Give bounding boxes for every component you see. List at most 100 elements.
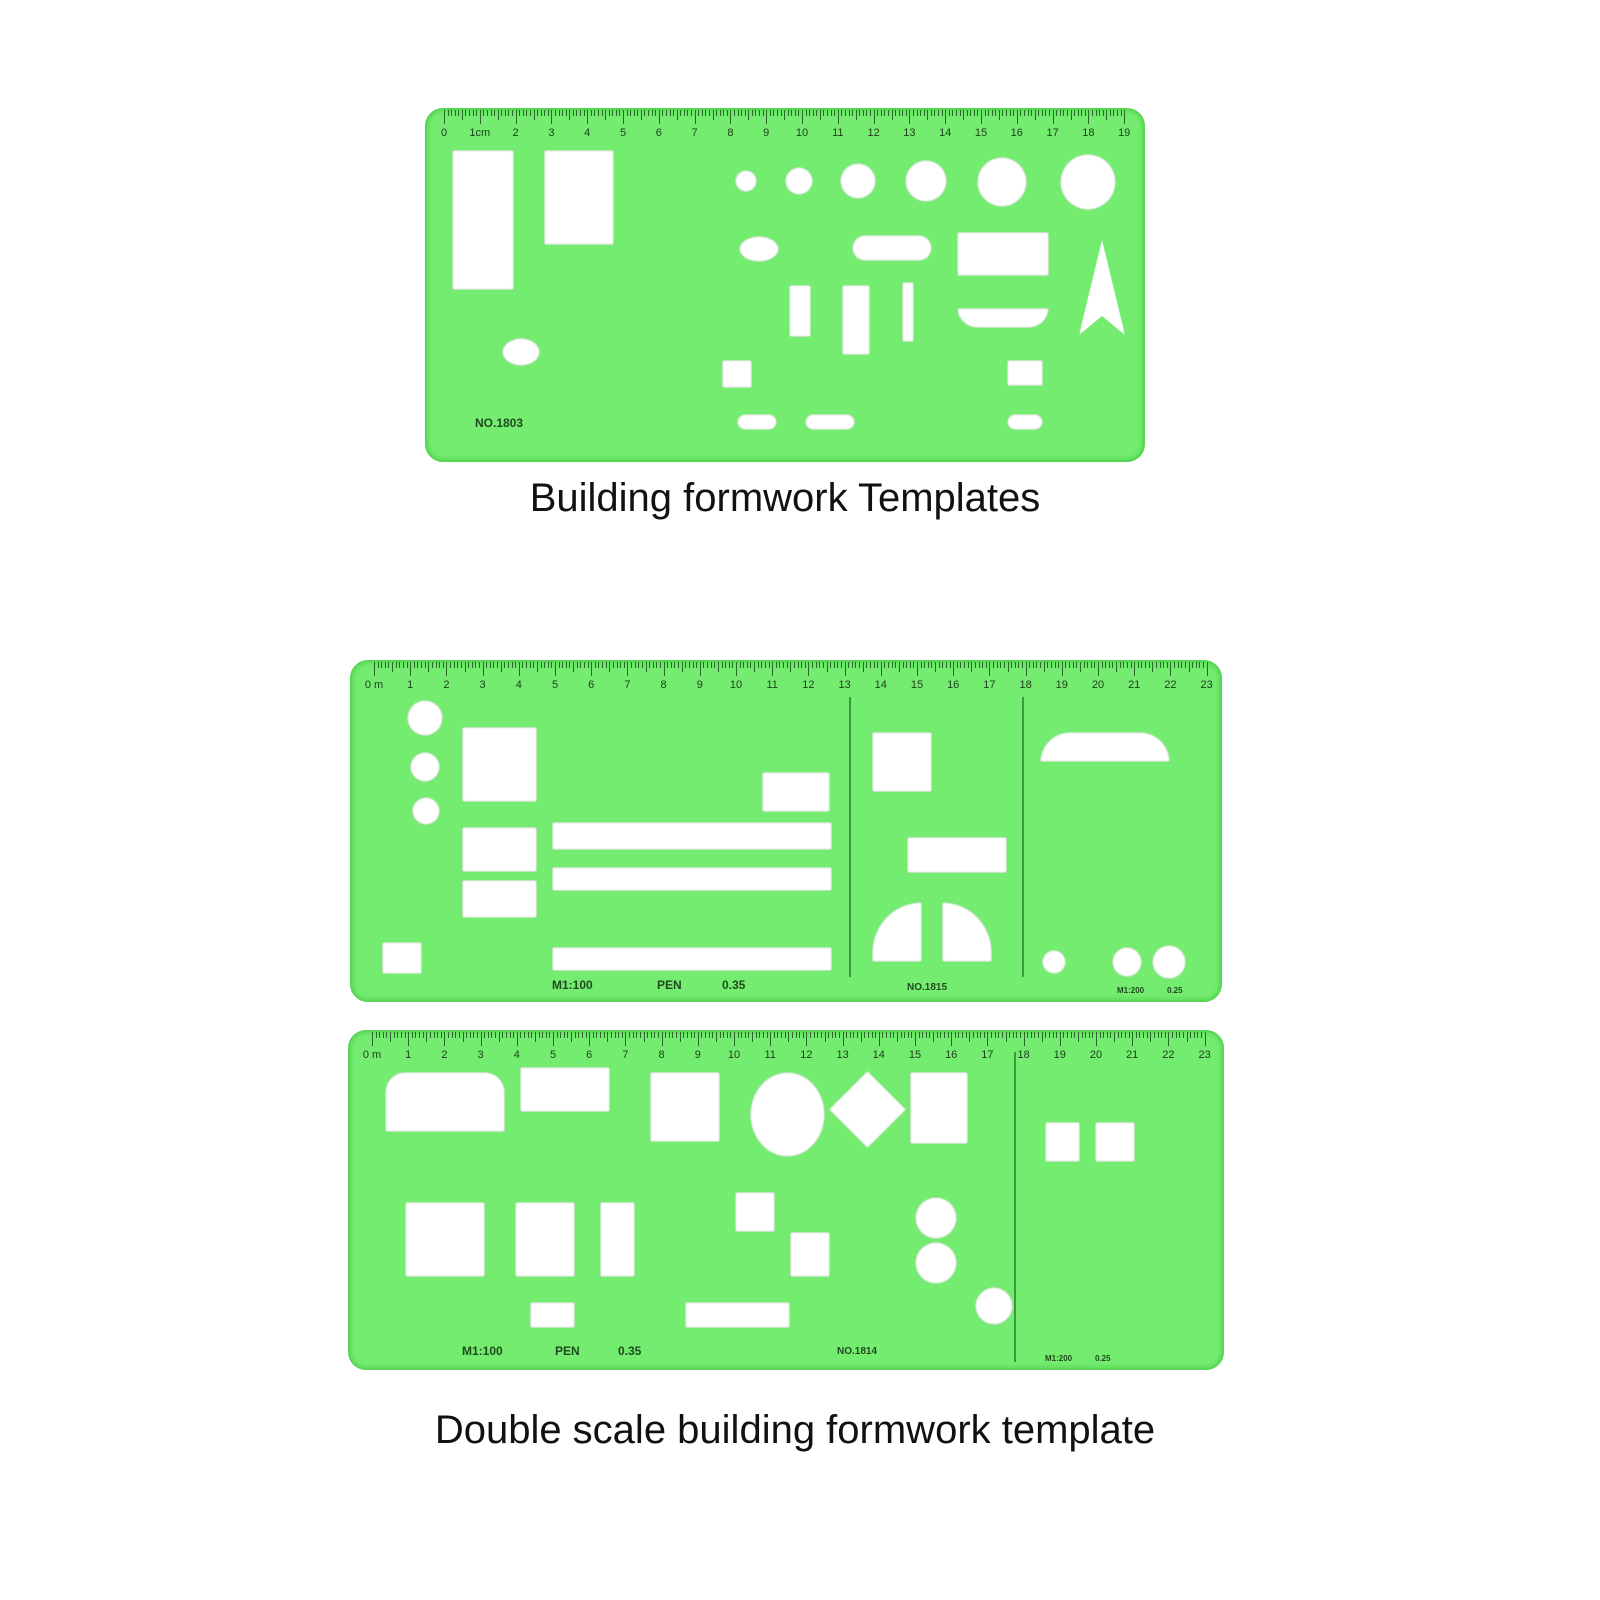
ruler-tick: [640, 110, 642, 120]
ruler-tick: [1031, 110, 1033, 116]
ruler-tick: [581, 1032, 583, 1038]
ruler-tick: [1040, 662, 1042, 668]
rectangle-cutout: [452, 150, 514, 290]
ruler-tick: [766, 1032, 768, 1038]
ruler-tick: [627, 662, 629, 676]
ruler-label: 14: [939, 127, 952, 139]
caption-building-formwork: Building formwork Templates: [529, 476, 1041, 520]
circle-cutout: [1112, 947, 1142, 977]
ruler-tick: [793, 662, 795, 668]
basin-cutout: [957, 308, 1049, 328]
ruler-tick: [589, 1032, 591, 1046]
ruler-tick: [669, 110, 671, 116]
ruler-label: 0 m: [364, 679, 384, 691]
ruler-tick: [909, 662, 911, 668]
ruler-tick: [710, 662, 712, 668]
ruler-tick: [762, 110, 764, 116]
ruler-tick: [553, 1032, 554, 1046]
ruler-tick: [665, 110, 667, 116]
ruler-tick: [542, 1032, 544, 1038]
ruler-tick: [985, 662, 987, 668]
ruler-tick: [544, 662, 546, 668]
ruler-tick: [1066, 110, 1068, 116]
ruler-tick: [1048, 1032, 1050, 1038]
ruler-tick: [562, 662, 564, 668]
ruler-tick: [494, 110, 496, 116]
ruler-tick: [600, 1032, 602, 1038]
ruler-tick: [659, 662, 661, 668]
ruler-tick: [665, 1032, 667, 1038]
ruler-tick: [686, 1032, 688, 1038]
ruler-tick: [406, 662, 408, 668]
ruler-tick: [1029, 662, 1031, 668]
ruler-tick: [808, 662, 810, 676]
ruler-tick: [701, 1032, 703, 1038]
ruler-tick: [460, 662, 462, 668]
ruler-tick: [864, 1032, 866, 1038]
ruler-tick: [773, 1032, 775, 1038]
ruler-tick: [972, 1032, 974, 1038]
ruler-tick: [840, 662, 842, 668]
ruler-tick: [734, 1032, 735, 1046]
ruler-tick: [1166, 662, 1168, 668]
ruler-tick: [1132, 1032, 1134, 1046]
ruler-tick: [989, 662, 991, 676]
ruler-tick: [1077, 1032, 1079, 1042]
ruler-tick: [1168, 1032, 1170, 1046]
ruler-tick: [1190, 1032, 1192, 1038]
ruler-tick: [920, 662, 922, 668]
ruler-tick: [873, 662, 875, 668]
ruler-tick: [1007, 662, 1009, 672]
ruler-label: 1: [407, 679, 414, 691]
ruler-tick: [1005, 1032, 1007, 1042]
ruler-tick: [730, 1032, 732, 1038]
circle-cutout: [407, 700, 443, 736]
ruler-tick: [715, 1032, 717, 1042]
ruler-tick: [620, 662, 622, 668]
ruler-tick: [497, 662, 499, 668]
ruler-label: 5: [619, 127, 627, 139]
fixture-cutout: [1007, 414, 1043, 430]
ruler-tick: [809, 110, 811, 116]
ruler-tick: [491, 1032, 493, 1038]
ruler-tick: [970, 110, 972, 116]
ruler-tick: [632, 1032, 634, 1038]
ruler-tick: [576, 662, 578, 668]
ruler-tick: [1102, 110, 1104, 116]
ruler-tick: [639, 1032, 641, 1038]
ruler-tick: [476, 1032, 478, 1038]
oval-cutout: [739, 236, 779, 262]
ruler-tick: [784, 110, 786, 120]
ruler-tick: [540, 110, 542, 116]
ruler-tick: [964, 662, 966, 668]
secondary-pen-size-label: 0.25: [1167, 986, 1183, 995]
scale-label: M1:100: [552, 978, 593, 992]
ruler-tick: [907, 1032, 909, 1038]
ruler-tick: [935, 662, 937, 672]
ruler-tick: [766, 110, 768, 124]
ruler-tick: [574, 1032, 576, 1038]
ruler-tick: [694, 110, 696, 124]
ruler-tick: [614, 1032, 616, 1038]
ruler-tick: [437, 1032, 439, 1038]
door-cutout: [942, 902, 992, 962]
ruler-tick: [583, 110, 585, 116]
ruler-tick: [483, 110, 485, 116]
circle-cutout: [840, 163, 876, 199]
ruler-tick: [1070, 1032, 1072, 1038]
ruler-tick: [619, 110, 621, 116]
ruler-tick: [959, 110, 961, 116]
ruler-label: 17: [1046, 127, 1059, 139]
ruler-tick: [866, 662, 868, 668]
ruler-tick: [884, 662, 886, 668]
ruler-tick: [1181, 662, 1183, 668]
ruler-tick: [643, 1032, 645, 1042]
ruler-label: 5: [549, 1049, 557, 1061]
ruler-tick: [1155, 662, 1157, 668]
ruler-tick: [516, 1032, 518, 1046]
ruler-tick: [752, 1032, 754, 1042]
ruler-tick: [1094, 662, 1096, 668]
ruler-tick: [486, 662, 488, 668]
ruler-tick: [1163, 662, 1165, 668]
ruler-tick: [1148, 662, 1150, 668]
